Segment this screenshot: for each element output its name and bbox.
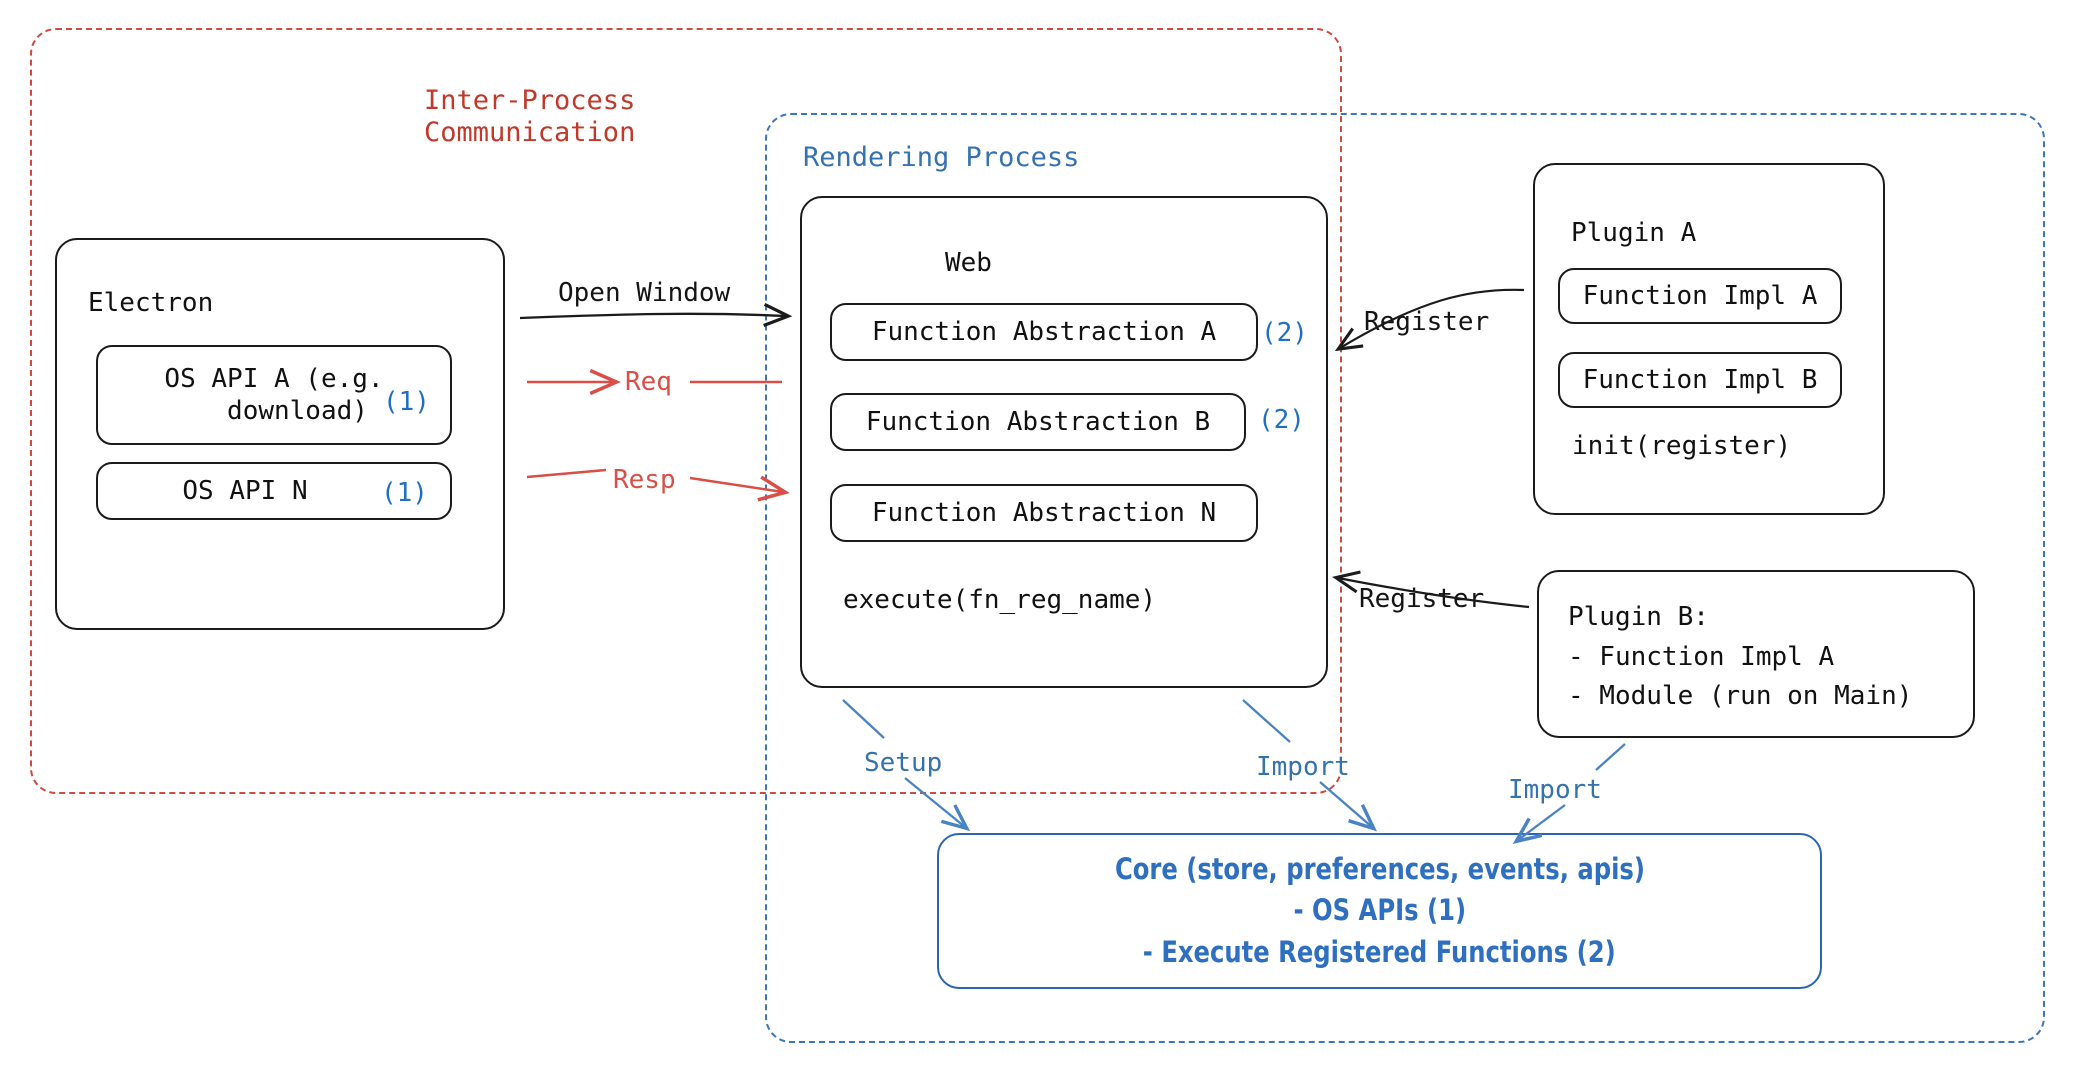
core-line-2: - OS APIs (1): [1293, 893, 1466, 928]
plugin-a-box[interactable]: [1533, 163, 1885, 515]
os-api-n-label: OS API N: [182, 475, 308, 506]
function-impl-b-label: Function Impl B: [1582, 364, 1818, 395]
import-plugin-edge-label: Import: [1508, 775, 1602, 805]
os-api-n-box[interactable]: OS API N: [96, 462, 452, 520]
os-api-n-marker: (1): [381, 478, 428, 508]
rendering-process-region-boundary: [765, 113, 2045, 1043]
plugin-a-title: Plugin A: [1571, 218, 1697, 248]
core-box[interactable]: Core (store, preferences, events, apis) …: [937, 833, 1822, 989]
os-api-a-box[interactable]: OS API A (e.g. download): [96, 345, 452, 445]
resp-edge-label: Resp: [613, 465, 676, 495]
req-edge-label: Req: [625, 367, 672, 397]
plugin-b-box[interactable]: [1537, 570, 1975, 738]
open-window-edge-label: Open Window: [558, 278, 731, 308]
core-line-3: - Execute Registered Functions (2): [1143, 934, 1616, 969]
core-line-1: Core (store, preferences, events, apis): [1114, 852, 1645, 887]
function-impl-b-box[interactable]: Function Impl B: [1558, 352, 1842, 408]
function-abstraction-a-marker: (2): [1261, 318, 1308, 348]
setup-edge-label: Setup: [864, 748, 943, 778]
os-api-a-label: OS API A (e.g. download): [164, 363, 384, 427]
function-impl-a-box[interactable]: Function Impl A: [1558, 268, 1842, 324]
function-abstraction-a-label: Function Abstraction A: [871, 316, 1217, 347]
function-impl-a-label: Function Impl A: [1582, 280, 1818, 311]
function-abstraction-b-label: Function Abstraction B: [865, 406, 1211, 437]
plugin-b-item-1: - Function Impl A: [1568, 641, 1835, 672]
function-abstraction-b-marker: (2): [1258, 405, 1305, 435]
import-web-edge-label: Import: [1256, 752, 1350, 782]
function-abstraction-n-box[interactable]: Function Abstraction N: [830, 484, 1258, 542]
plugin-b-item-2: - Module (run on Main): [1568, 681, 1913, 712]
os-api-a-marker: (1): [383, 387, 430, 417]
electron-title: Electron: [88, 288, 214, 318]
plugin-b-lines: Plugin B: - Function Impl A - Module (run …: [1568, 598, 1912, 717]
ipc-region-label: Inter-Process Communication: [424, 85, 636, 148]
plugin-a-init-signature: init(register): [1572, 431, 1792, 461]
function-abstraction-a-box[interactable]: Function Abstraction A: [830, 303, 1258, 361]
web-title: Web: [945, 248, 992, 278]
plugin-b-title: Plugin B:: [1568, 602, 1709, 632]
ipc-region-boundary: [30, 28, 1342, 794]
function-abstraction-b-box[interactable]: Function Abstraction B: [830, 393, 1246, 451]
register-plugin-b-edge-label: Register: [1359, 584, 1485, 614]
rendering-process-region-label: Rendering Process: [803, 142, 1080, 173]
execute-signature: execute(fn_reg_name): [843, 585, 1157, 615]
function-abstraction-n-label: Function Abstraction N: [871, 497, 1217, 528]
register-plugin-a-edge-label: Register: [1364, 307, 1490, 337]
